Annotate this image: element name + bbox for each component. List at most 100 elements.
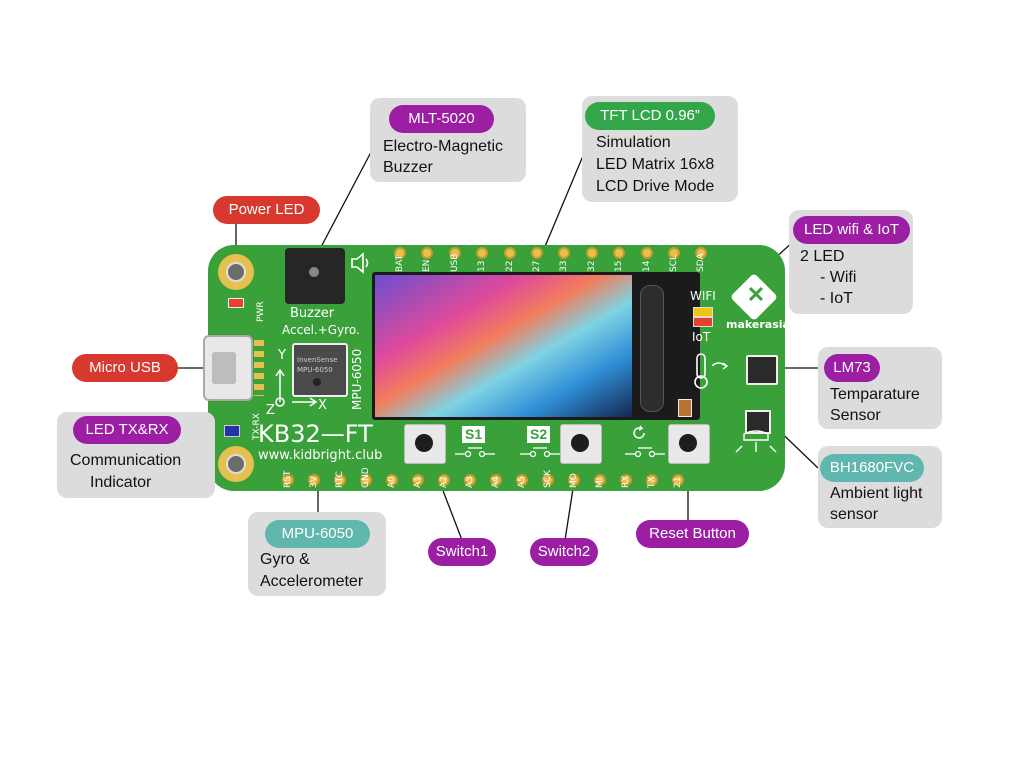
- bottom-pin-label: MI: [595, 477, 605, 488]
- led-wifi-desc-3: - IoT: [820, 290, 853, 307]
- bottom-pin-pad: [620, 474, 632, 486]
- bottom-pin-label: A3: [465, 476, 475, 488]
- led-wifi-desc-2: - Wifi: [820, 269, 857, 286]
- top-pin-pad: [640, 247, 653, 259]
- micro-usb-pill: Micro USB: [72, 354, 178, 382]
- thermometer-icon: [694, 353, 729, 389]
- bh1680-desc-1: Ambient light: [830, 485, 923, 502]
- switch1-pill: Switch1: [428, 538, 496, 566]
- top-pin-pad: [421, 247, 434, 259]
- bottom-pin-label: A0: [387, 476, 397, 488]
- mpu6050-desc-2: Accelerometer: [260, 573, 364, 590]
- bottom-pin-pad: [334, 474, 346, 486]
- top-pin-label: 22: [504, 260, 515, 272]
- bottom-pin-pad: [594, 474, 606, 486]
- top-pin-pad: [668, 247, 680, 259]
- top-pin-label: 27: [532, 260, 542, 272]
- top-pin-pad: [558, 247, 571, 259]
- bottom-pin-pad: [412, 474, 424, 486]
- led-wifi-pill: LED wifi & IoT: [793, 216, 910, 244]
- led-wifi-desc-1: 2 LED: [800, 248, 845, 265]
- bottom-pin-label: GND: [361, 467, 371, 488]
- top-pin-pad: [531, 247, 543, 259]
- mlt5020-pill: MLT-5020: [389, 105, 494, 133]
- mpu6050-pill: MPU-6050: [265, 520, 370, 548]
- bottom-pin-label: RTC: [335, 471, 345, 488]
- top-pin-label: SCL: [669, 254, 679, 272]
- top-pin-pad: [613, 247, 626, 259]
- micro-usb-port: [203, 335, 253, 401]
- mlt5020-desc-2: Buzzer: [383, 159, 433, 176]
- bottom-pin-pad: [542, 474, 554, 486]
- bottom-pin-pad: [672, 474, 684, 486]
- top-pin-label: EN: [422, 259, 433, 272]
- bottom-pin-pad: [464, 474, 476, 486]
- buzzer-label: Buzzer: [290, 306, 335, 321]
- bottom-pin-pad: [438, 474, 450, 486]
- bottom-pin-label: RX: [621, 475, 631, 488]
- bottom-pin-pad: [568, 474, 580, 486]
- bottom-pin-label: A4: [491, 476, 501, 488]
- mpu6050-desc-1: Gyro &: [260, 551, 310, 568]
- switch2-pill: Switch2: [530, 538, 598, 566]
- bottom-pin-pad: [282, 474, 294, 486]
- top-pin-label: 14: [641, 260, 652, 272]
- lm73-desc-1: Temparature: [830, 386, 920, 403]
- bottom-pin-label: A2: [439, 476, 449, 488]
- smd-component: [678, 399, 692, 417]
- lcd-flex-connector: [640, 285, 664, 412]
- mlt5020-desc-1: Electro-Magnetic: [383, 138, 504, 155]
- bottom-pin-label: MO: [569, 473, 579, 488]
- tft-desc-1: Simulation: [596, 134, 671, 151]
- bh1680-chip: [745, 410, 771, 434]
- chip-brand-text: InvenSense: [297, 356, 338, 364]
- wifi-label: WIFI: [690, 289, 716, 303]
- top-pin-label: 15: [614, 260, 625, 272]
- top-pin-label: SDA: [696, 253, 707, 272]
- reset-button[interactable]: [668, 424, 710, 464]
- led-txrx-pill: LED TX&RX: [73, 416, 181, 444]
- switch2-cap[interactable]: [571, 434, 589, 452]
- top-pin-label: BAT: [395, 254, 405, 272]
- bottom-pin-label: A5: [517, 476, 527, 488]
- makerasia-text: makerasia: [726, 318, 790, 331]
- iot-led: [693, 317, 713, 327]
- led-txrx-desc-1: Communication: [70, 452, 182, 469]
- makerasia-logo-x: ✕: [746, 282, 766, 307]
- tft-desc-2: LED Matrix 16x8: [596, 156, 715, 173]
- s2-label: S2: [527, 426, 551, 443]
- reset-icon: [633, 425, 645, 439]
- chip-model-text: MPU-6050: [297, 366, 333, 374]
- mpu6050-vertical-label: MPU-6050: [350, 348, 364, 410]
- power-led: [228, 298, 244, 308]
- buzzer-hole: [309, 267, 319, 277]
- reset-cap[interactable]: [679, 434, 697, 452]
- tft-lcd-screen: [375, 275, 632, 417]
- bottom-pin-pad: [490, 474, 502, 486]
- top-pin-pad: [695, 247, 708, 259]
- bottom-pin-pad: [516, 474, 528, 486]
- axis-z-label: Z: [266, 403, 275, 418]
- switch1-cap[interactable]: [415, 434, 433, 452]
- tx-rx-leds: [224, 425, 240, 437]
- micro-usb-socket: [212, 352, 236, 384]
- pwr-label: PWR: [256, 301, 266, 322]
- bottom-pin-pad: [308, 474, 320, 486]
- mpu6050-chip: [292, 343, 348, 397]
- light-bulb-icon: [735, 430, 777, 453]
- mpu-dot: [313, 378, 321, 386]
- top-pin-pad: [476, 247, 489, 259]
- top-pin-pad: [503, 247, 516, 259]
- top-pin-pad: [394, 247, 406, 259]
- switch-symbols: [455, 447, 665, 458]
- reset-pill: Reset Button: [636, 520, 749, 548]
- bottom-pin-label: 3V: [309, 476, 319, 488]
- bottom-pin-label: TX: [647, 476, 657, 488]
- bottom-pin-label: RST: [283, 470, 293, 488]
- top-pin-label: USB: [449, 253, 460, 272]
- board-name: KB32—FT: [258, 420, 373, 448]
- lm73-desc-2: Sensor: [830, 407, 881, 424]
- bh1680-pill: BH1680FVC: [820, 454, 924, 482]
- iot-label: IoT: [692, 330, 711, 344]
- axis-x-label: X: [318, 398, 327, 413]
